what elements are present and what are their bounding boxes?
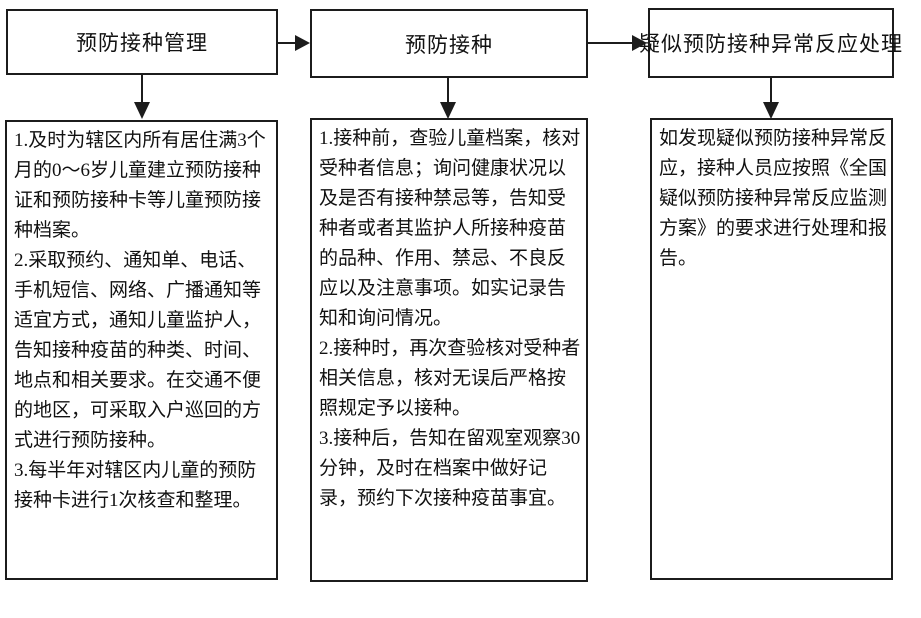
detail-item: 2.采取预约、通知单、电话、手机短信、网络、广播通知等适宜方式，通知儿童监护人，…	[14, 250, 262, 451]
detail-box-adverse-reaction-handling: 如发现疑似预防接种异常反应，接种人员应按照《全国疑似预防接种异常反应监测方案》的…	[650, 118, 893, 580]
arrow-line	[278, 42, 297, 44]
arrow-line	[770, 78, 772, 103]
detail-item: 如发现疑似预防接种异常反应，接种人员应按照《全国疑似预防接种异常反应监测方案》的…	[659, 128, 888, 269]
arrow-line	[588, 42, 633, 44]
detail-box-vaccination: 1.接种前，查验儿童档案，核对受种者信息；询问健康状况以及是否有接种禁忌等，告知…	[310, 118, 588, 582]
detail-item: 3.接种后，告知在留观室观察30分钟，及时在档案中做好记录，预约下次接种疫苗事宜…	[319, 428, 581, 509]
header-label-vaccination: 预防接种	[405, 32, 493, 57]
detail-box-vaccination-management: 1.及时为辖区内所有居住满3个月的0～6岁儿童建立预防接种证和预防接种卡等儿童预…	[5, 120, 278, 580]
arrow-down-icon	[134, 102, 150, 119]
detail-item: 2.接种时，再次查验核对受种者相关信息，核对无误后严格按照规定予以接种。	[319, 338, 581, 419]
detail-item: 1.接种前，查验儿童档案，核对受种者信息；询问健康状况以及是否有接种禁忌等，告知…	[319, 128, 581, 329]
detail-item: 3.每半年对辖区内儿童的预防接种卡进行1次核查和整理。	[14, 460, 257, 511]
arrow-line	[141, 75, 143, 103]
header-box-adverse-reaction-handling: 疑似预防接种异常反应处理	[639, 8, 902, 78]
arrow-right-icon	[632, 35, 647, 51]
arrow-down-icon	[440, 102, 456, 119]
arrow-down-icon	[763, 102, 779, 119]
header-label-adverse-reaction-handling: 疑似预防接种异常反应处理	[639, 32, 903, 56]
header-label-vaccination-management: 预防接种管理	[76, 31, 208, 55]
arrow-right-icon	[295, 35, 310, 51]
header-box-vaccination: 预防接种	[310, 9, 588, 78]
header-box-vaccination-management: 预防接种管理	[6, 9, 278, 75]
arrow-line	[447, 78, 449, 103]
detail-item: 1.及时为辖区内所有居住满3个月的0～6岁儿童建立预防接种证和预防接种卡等儿童预…	[14, 130, 266, 241]
